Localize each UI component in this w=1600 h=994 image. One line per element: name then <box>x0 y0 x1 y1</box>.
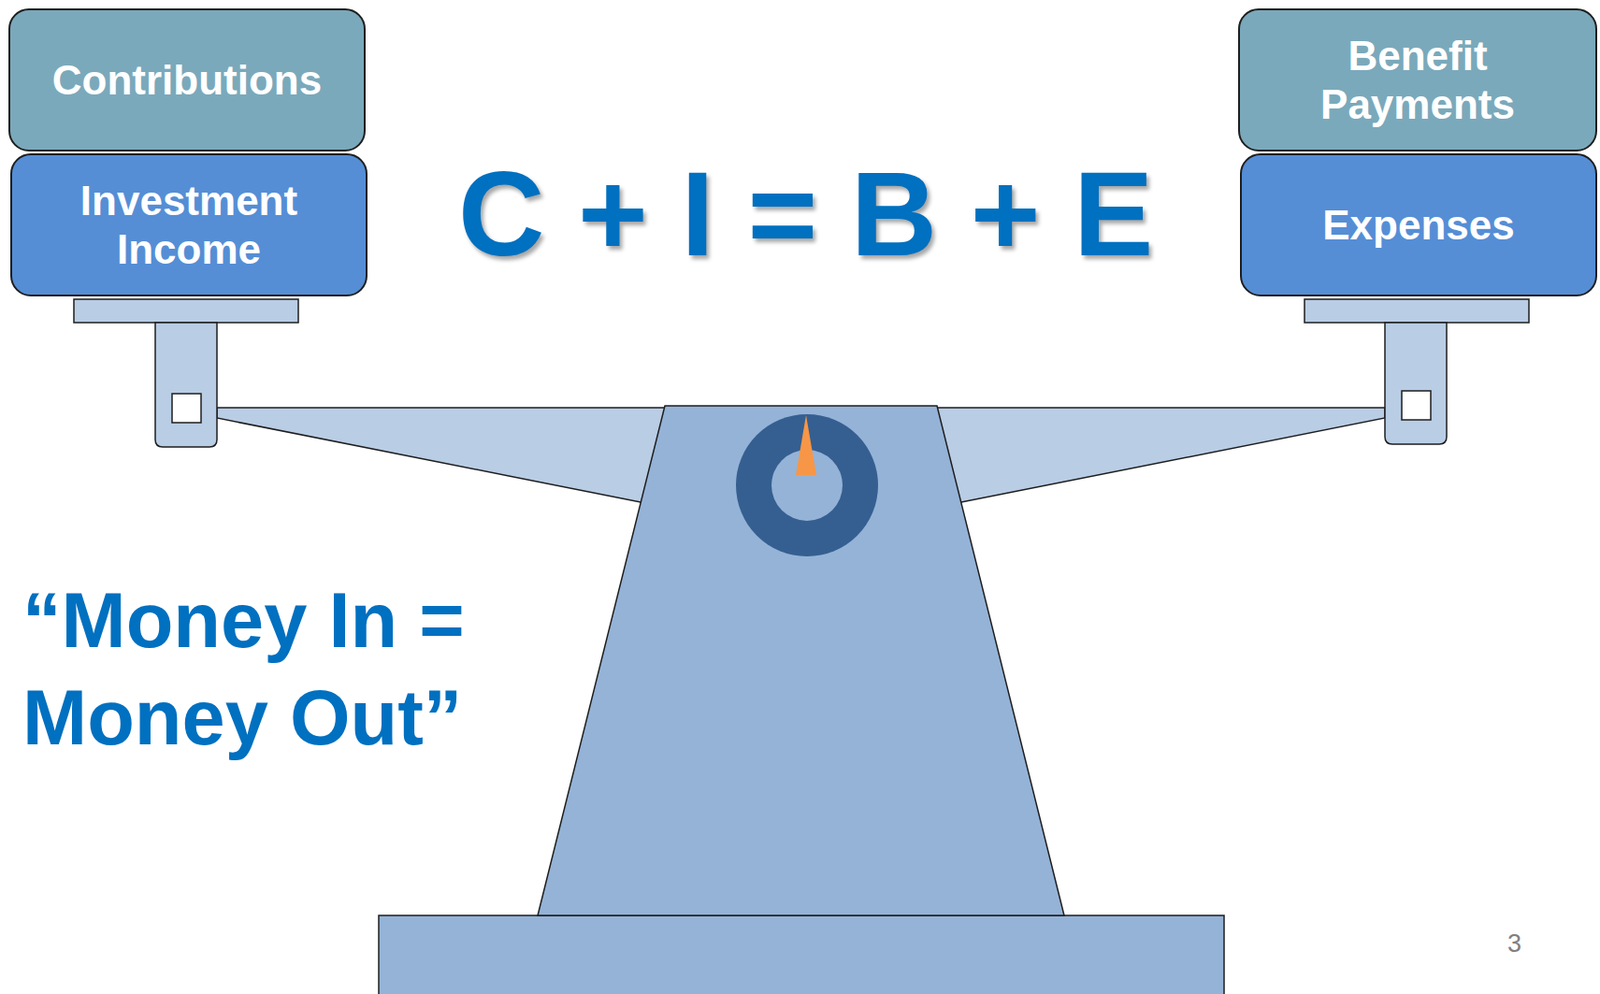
box-label: Contributions <box>52 56 322 105</box>
pan-plate <box>73 299 299 323</box>
process-box: Expenses <box>1239 153 1598 297</box>
pan-plate <box>1304 299 1529 323</box>
process-box: Benefit Payments <box>1238 8 1598 152</box>
slogan-text: “Money In = Money Out” <box>22 572 509 767</box>
box-label: Expenses <box>1322 201 1514 250</box>
pan-stem <box>1384 322 1447 445</box>
scale-foot <box>378 915 1225 994</box>
process-box: Contributions <box>8 8 366 152</box>
pivot-square <box>172 393 202 423</box>
equation-text: C + I = B + E <box>458 154 1154 274</box>
scale-column <box>537 405 1065 916</box>
dial-ring <box>735 414 879 557</box>
page-number: 3 <box>1507 931 1522 957</box>
pivot-square <box>1401 390 1431 420</box>
pan-stem <box>155 322 217 447</box>
process-box: Investment Income <box>10 153 368 297</box>
box-label: Investment Income <box>25 176 353 274</box>
box-label: Benefit Payments <box>1253 31 1583 130</box>
dial-pointer <box>795 415 817 476</box>
